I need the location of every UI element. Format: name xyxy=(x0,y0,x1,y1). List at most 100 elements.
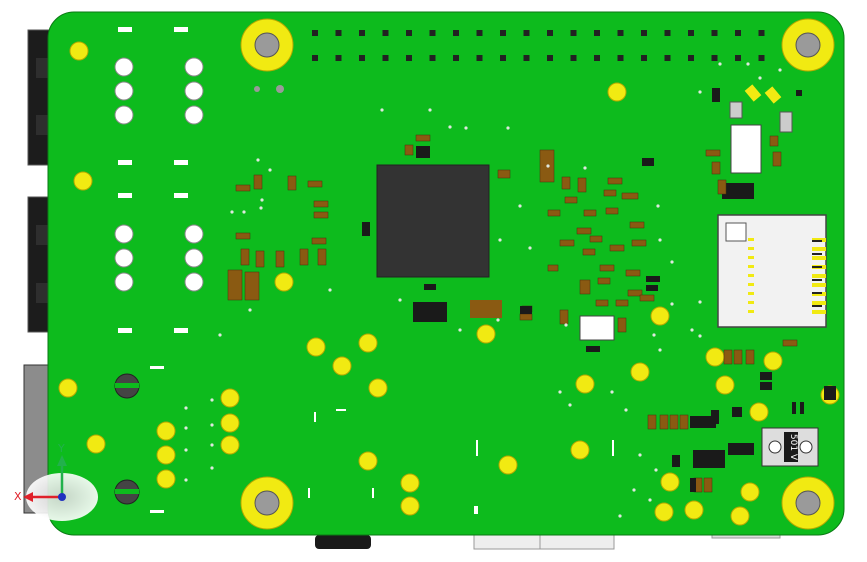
test-pad xyxy=(220,435,240,455)
diode xyxy=(764,86,782,104)
led-pad xyxy=(184,105,204,125)
passive-component xyxy=(617,317,627,333)
gpio-pin xyxy=(523,30,530,36)
passive-component xyxy=(275,250,285,268)
test-pad xyxy=(749,402,769,422)
small-ic xyxy=(646,285,658,291)
gpio-pin xyxy=(711,30,718,36)
passive-component xyxy=(599,264,615,272)
silk-mark xyxy=(372,488,374,498)
gpio-pin xyxy=(570,55,577,61)
passive-component xyxy=(603,189,617,197)
small-ic xyxy=(732,407,742,417)
passive-component xyxy=(561,176,571,190)
passive-component xyxy=(240,248,250,266)
soc-chip xyxy=(376,164,490,278)
passive-component xyxy=(244,271,260,301)
diode xyxy=(744,84,762,102)
small-ic xyxy=(792,402,796,414)
gpio-pin xyxy=(523,55,530,61)
test-pad xyxy=(740,482,760,502)
small-ic xyxy=(424,284,436,290)
passive-component xyxy=(227,269,243,301)
test-pad xyxy=(575,374,595,394)
passive-component xyxy=(235,232,251,240)
silk-mark xyxy=(336,409,346,411)
right-components: 501 V xyxy=(690,101,836,468)
test-pad xyxy=(358,333,378,353)
passive-component xyxy=(705,149,721,157)
passive-component xyxy=(589,235,603,243)
gpio-pin xyxy=(406,55,412,61)
small-ic xyxy=(413,302,447,322)
silk-mark xyxy=(150,510,164,513)
small-ic xyxy=(520,306,532,314)
passive-component xyxy=(497,169,511,179)
test-pad xyxy=(650,306,670,326)
passive-component xyxy=(415,134,431,142)
passive-component xyxy=(615,299,629,307)
test-pad xyxy=(156,421,176,441)
silk-mark xyxy=(118,328,132,333)
x-axis-label: X xyxy=(14,490,22,503)
passive-component xyxy=(723,349,733,365)
led-pad xyxy=(114,224,134,244)
gpio-pin xyxy=(312,55,318,61)
test-pad xyxy=(400,496,420,516)
passive-component xyxy=(311,237,327,245)
passive-component xyxy=(564,196,578,204)
gpio-pin xyxy=(594,30,600,36)
passive-component xyxy=(769,135,779,147)
small-ic xyxy=(434,310,439,314)
small-ic xyxy=(672,455,680,467)
small-ic xyxy=(796,90,802,96)
silk-mark xyxy=(150,366,164,369)
gpio-pin xyxy=(406,30,412,36)
small-ic xyxy=(712,88,720,102)
silk-mark xyxy=(118,160,132,165)
passive-component xyxy=(597,277,611,285)
test-pad xyxy=(58,378,78,398)
passive-component xyxy=(639,294,655,302)
z-axis-dot xyxy=(58,493,66,501)
right-ic-white xyxy=(730,124,762,174)
right-ic-black xyxy=(722,183,754,199)
passive-component xyxy=(582,248,596,256)
passive-component xyxy=(559,309,569,325)
test-pad xyxy=(73,171,93,191)
test-pad xyxy=(607,82,627,102)
small-ic xyxy=(711,410,719,424)
small-ic xyxy=(760,372,772,380)
passive-component xyxy=(595,299,609,307)
small-ic xyxy=(586,346,600,352)
usb-port-bottom xyxy=(27,196,51,333)
gpio-pin xyxy=(547,30,553,36)
led-pad xyxy=(184,272,204,292)
silkscreen xyxy=(118,27,782,518)
led-pad xyxy=(184,224,204,244)
usb-port-top xyxy=(27,29,51,166)
gpio-pin xyxy=(382,30,389,36)
led-pad xyxy=(184,57,204,77)
gpio-pin xyxy=(735,30,741,36)
mounting-holes xyxy=(240,18,835,530)
test-pad xyxy=(498,455,518,475)
processor xyxy=(376,164,615,341)
gpio-pin xyxy=(500,55,506,61)
gpio-pin xyxy=(476,30,483,36)
passive-component xyxy=(745,349,755,365)
gpio-pin xyxy=(429,30,436,36)
passive-component xyxy=(255,250,265,268)
passive-component xyxy=(607,177,623,185)
passive-component xyxy=(717,179,727,195)
gpio-pin xyxy=(453,55,459,61)
passive-component xyxy=(307,180,323,188)
silk-mark xyxy=(308,488,310,498)
passive-component xyxy=(583,209,597,217)
test-pad xyxy=(654,502,674,522)
silk-mark xyxy=(118,27,132,32)
passive-component xyxy=(253,174,263,190)
silk-mark xyxy=(314,412,316,422)
test-pad xyxy=(332,356,352,376)
